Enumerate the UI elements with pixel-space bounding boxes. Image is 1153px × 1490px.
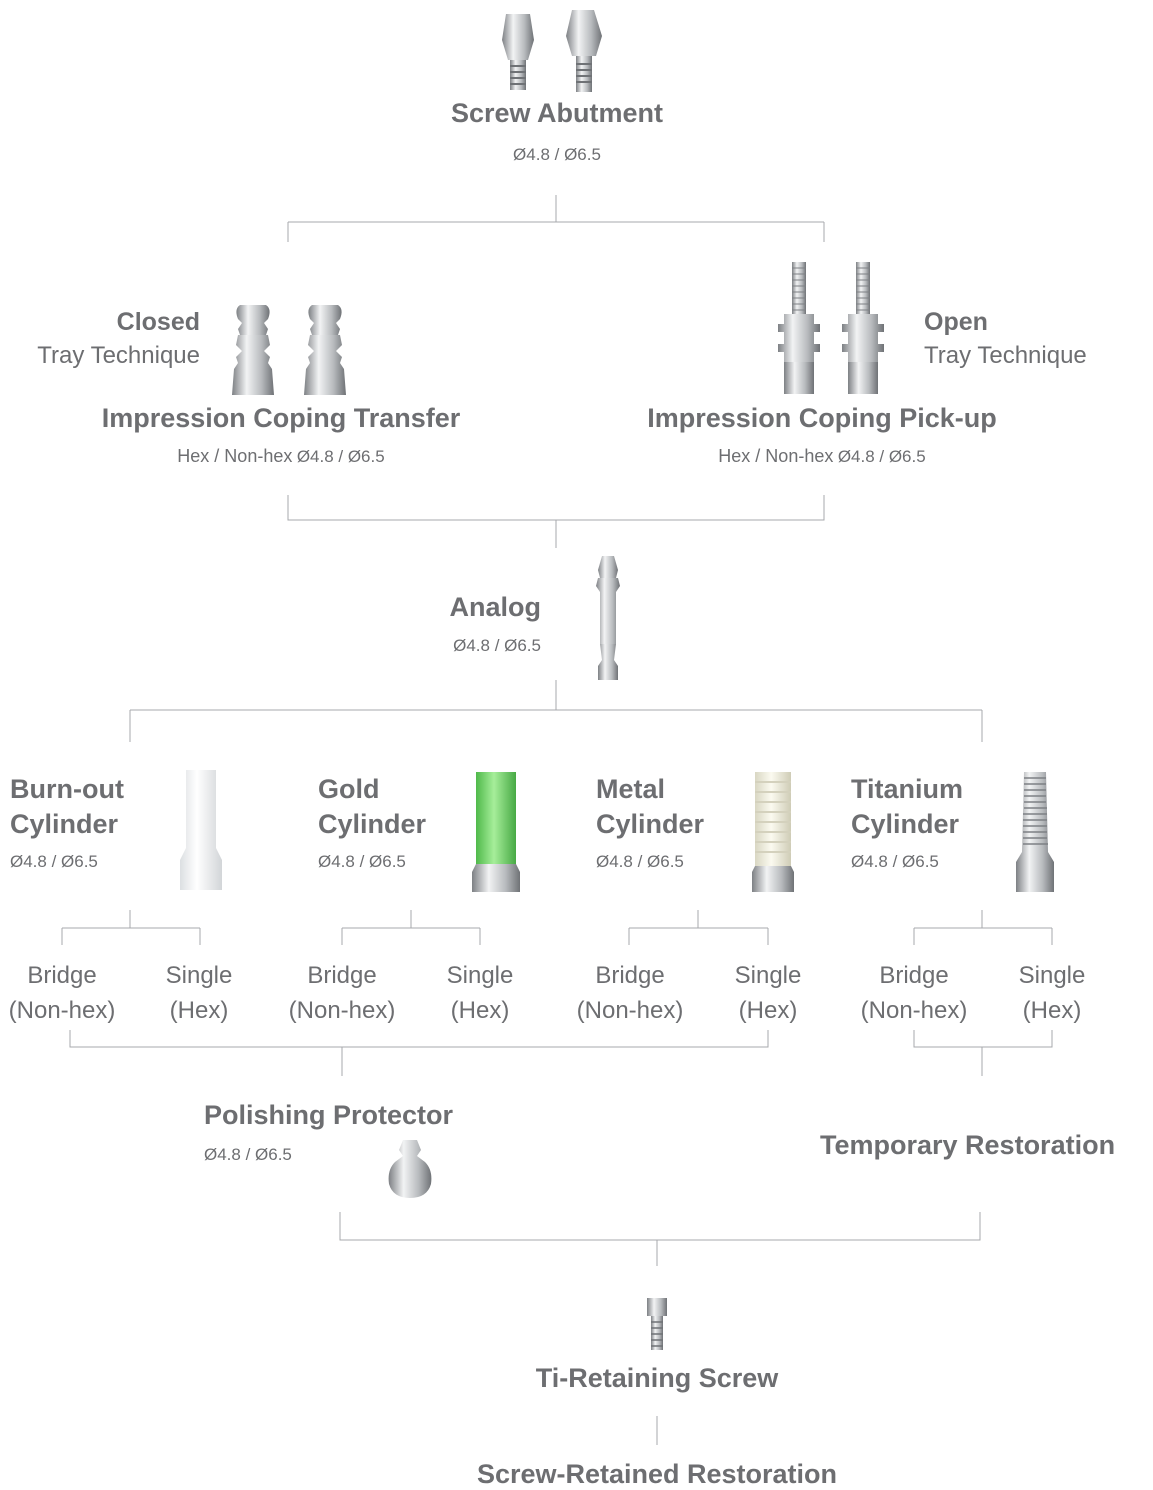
screw-abutment-image (502, 10, 602, 92)
burnout-bridge-label: Bridge (27, 962, 97, 989)
polishing-title: Polishing Protector (204, 1100, 454, 1130)
retaining-screw-image (647, 1298, 667, 1350)
screw-abutment-sizes: Ø4.8 / Ø6.5 (513, 145, 601, 164)
transfer-spec-line: Hex / Non-hex Ø4.8 / Ø6.5 (177, 446, 384, 467)
metal-single-label: Single (734, 962, 802, 989)
pickup-sizes: Ø4.8 / Ø6.5 (837, 447, 926, 466)
connector-metal-options (628, 910, 769, 945)
polishing-sizes: Ø4.8 / Ø6.5 (204, 1145, 292, 1164)
screw-abutment-title: Screw Abutment (450, 98, 664, 128)
metal-title-line2: Cylinder (596, 809, 705, 839)
connector-burnout-options (61, 910, 201, 945)
burnout-single-note: (Hex) (169, 997, 229, 1024)
retaining-screw-title: Ti-Retaining Screw (535, 1363, 779, 1393)
analog-image (596, 556, 620, 680)
gold-single-label: Single (446, 962, 514, 989)
gold-bridge-label: Bridge (307, 962, 377, 989)
gold-title: Gold Cylinder (318, 772, 426, 842)
burnout-cylinder-image (180, 770, 222, 890)
burnout-title-line2: Cylinder (10, 809, 119, 839)
connector-to-polishing (69, 1030, 769, 1076)
titanium-title-line1: Titanium (851, 774, 964, 804)
gold-single-note: (Hex) (450, 997, 510, 1024)
analog-sizes: Ø4.8 / Ø6.5 (453, 636, 541, 655)
transfer-title: Impression Coping Transfer (101, 403, 461, 433)
titanium-title: Titanium Cylinder (851, 772, 963, 842)
temporary-title: Temporary Restoration (820, 1130, 1116, 1160)
closed-tray-technique: Tray Technique (37, 342, 200, 369)
connector-copings-join (287, 495, 825, 548)
final-title: Screw-Retained Restoration (476, 1459, 838, 1489)
metal-title: Metal Cylinder (596, 772, 704, 842)
open-tray-technique: Tray Technique (924, 342, 1087, 369)
pickup-spec: Hex / Non-hex (718, 446, 834, 466)
metal-bridge-label: Bridge (595, 962, 665, 989)
impression-coping-pickup-image (778, 262, 884, 394)
titanium-bridge-label: Bridge (879, 962, 949, 989)
gold-cylinder-image (472, 772, 520, 892)
burnout-single-label: Single (165, 962, 233, 989)
closed-label: Closed (116, 308, 200, 336)
titanium-bridge-note: (Non-hex) (860, 997, 968, 1024)
polishing-protector-image (388, 1140, 432, 1198)
titanium-single-note: (Hex) (1022, 997, 1082, 1024)
open-label: Open (924, 308, 988, 336)
burnout-title-line1: Burn-out (10, 774, 124, 804)
connector-to-screw (339, 1212, 981, 1266)
connector-titanium-options (913, 910, 1053, 945)
metal-cylinder-image (752, 772, 794, 892)
titanium-title-line2: Cylinder (851, 809, 960, 839)
titanium-cylinder-image (1016, 772, 1054, 892)
titanium-sizes: Ø4.8 / Ø6.5 (851, 852, 939, 871)
analog-title: Analog (449, 592, 542, 622)
connector-analog-split (129, 680, 983, 742)
metal-title-line1: Metal (596, 774, 666, 804)
transfer-spec: Hex / Non-hex (177, 446, 293, 466)
gold-sizes: Ø4.8 / Ø6.5 (318, 852, 406, 871)
burnout-sizes: Ø4.8 / Ø6.5 (10, 852, 98, 871)
metal-bridge-note: (Non-hex) (576, 997, 684, 1024)
pickup-spec-line: Hex / Non-hex Ø4.8 / Ø6.5 (718, 446, 925, 467)
connector-abutment-split (287, 195, 825, 242)
metal-sizes: Ø4.8 / Ø6.5 (596, 852, 684, 871)
gold-bridge-note: (Non-hex) (288, 997, 396, 1024)
gold-title-line2: Cylinder (318, 809, 427, 839)
burnout-title: Burn-out Cylinder (10, 772, 124, 842)
pickup-title: Impression Coping Pick-up (647, 403, 997, 433)
connector-to-temporary (913, 1030, 1053, 1076)
impression-coping-transfer-image (232, 305, 346, 395)
gold-title-line1: Gold (318, 774, 380, 804)
connector-gold-options (341, 910, 481, 945)
transfer-sizes: Ø4.8 / Ø6.5 (296, 447, 385, 466)
burnout-bridge-note: (Non-hex) (8, 997, 116, 1024)
titanium-single-label: Single (1018, 962, 1086, 989)
metal-single-note: (Hex) (738, 997, 798, 1024)
